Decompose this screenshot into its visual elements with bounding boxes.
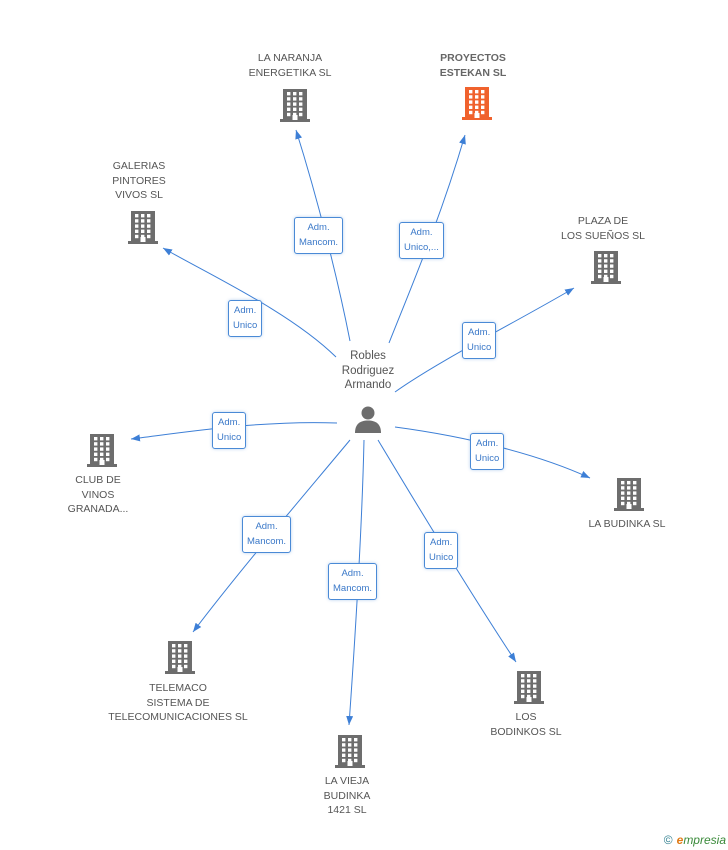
brand-logo-initial: e	[676, 833, 684, 847]
company-name-line: ENERGETIKA SL	[248, 66, 332, 79]
relation-label-plaza-suenos[interactable]: Adm. Unico	[462, 322, 497, 359]
relation-label-line: Adm.	[430, 537, 453, 548]
relation-label-la-vieja-budinka[interactable]: Adm. Mancom.	[328, 563, 378, 600]
company-name-line: SISTEMA DE	[146, 696, 210, 709]
brand-logo-text: mpresia	[683, 833, 726, 847]
building-icon[interactable]	[164, 640, 196, 674]
center-name-line: Rodriguez	[341, 364, 395, 377]
company-name[interactable]: LOS BODINKOS SL	[436, 710, 616, 739]
company-name-line: LA NARANJA	[257, 52, 323, 64]
relation-label-club-vinos[interactable]: Adm. Unico	[212, 412, 247, 449]
company-name[interactable]: PLAZA DE LOS SUEÑOS SL	[513, 214, 693, 243]
company-name-line: VINOS	[81, 488, 115, 501]
relation-label-galerias-pintores[interactable]: Adm. Unico	[228, 300, 263, 337]
company-name-line: TELECOMUNICACIONES SL	[108, 711, 248, 723]
company-name-line: CLUB DE	[75, 474, 121, 486]
relation-label-line: Adm.	[468, 327, 491, 338]
relation-label-line: Unico,...	[404, 241, 439, 253]
company-name-line: LA BUDINKA SL	[588, 518, 666, 530]
relation-label-line: Unico	[429, 551, 454, 563]
building-icon[interactable]	[590, 250, 622, 284]
company-name-line: BUDINKA	[323, 789, 371, 802]
building-icon[interactable]	[613, 477, 645, 511]
company-name[interactable]: TELEMACO SISTEMA DE TELECOMUNICACIONES SL	[88, 681, 268, 725]
building-icon[interactable]	[513, 670, 545, 704]
relation-label-proyectos-estekan[interactable]: Adm. Unico,...	[399, 222, 444, 259]
relation-label-line: Adm.	[341, 568, 364, 579]
relation-label-line: Unico	[217, 431, 242, 443]
center-person-name: Robles Rodriguez Armando	[308, 349, 428, 393]
relation-label-line: Adm.	[255, 521, 278, 532]
company-name-line: PLAZA DE	[577, 215, 629, 227]
building-icon[interactable]	[279, 88, 311, 122]
company-name-line: GRANADA...	[67, 503, 129, 515]
center-name-line: Robles	[350, 350, 386, 362]
company-name-line: TELEMACO	[149, 682, 207, 694]
relation-label-line: Adm.	[234, 305, 257, 316]
relation-label-line: Unico	[233, 319, 258, 331]
company-name[interactable]: PROYECTOS ESTEKAN SL	[383, 51, 563, 80]
center-name-line: Armando	[344, 379, 392, 391]
company-name-line: VIVOS SL	[115, 189, 163, 201]
person-icon	[355, 406, 381, 433]
relation-edge-galerias-pintores	[162, 247, 337, 358]
relation-label-la-budinka[interactable]: Adm. Unico	[470, 433, 505, 470]
relation-label-line: Mancom.	[333, 582, 373, 594]
copyright-icon: ©	[663, 833, 673, 847]
relation-label-la-naranja[interactable]: Adm. Mancom.	[294, 217, 344, 254]
relation-label-line: Adm.	[218, 417, 241, 428]
relation-label-los-bodinkos[interactable]: Adm. Unico	[424, 532, 459, 569]
relation-label-line: Adm.	[307, 222, 330, 233]
building-icon[interactable]	[127, 210, 159, 244]
company-name-line: LOS	[515, 711, 537, 723]
footer-brand: ©empresia	[664, 833, 726, 847]
relation-label-line: Adm.	[410, 227, 433, 238]
company-name[interactable]: LA NARANJA ENERGETIKA SL	[200, 51, 380, 80]
building-icon[interactable]	[334, 734, 366, 768]
company-name-line: ESTEKAN SL	[439, 66, 507, 79]
relation-label-line: Mancom.	[247, 535, 287, 547]
company-name[interactable]: LA BUDINKA SL	[537, 517, 717, 532]
company-name-line: 1421 SL	[327, 804, 367, 816]
company-name-line: LA VIEJA	[324, 775, 370, 787]
company-name-line: BODINKOS SL	[490, 725, 562, 738]
company-name[interactable]: CLUB DE VINOS GRANADA...	[8, 473, 188, 517]
company-name[interactable]: GALERIAS PINTORES VIVOS SL	[49, 159, 229, 203]
relation-label-line: Unico	[467, 341, 492, 353]
relation-label-telemaco[interactable]: Adm. Mancom.	[242, 516, 292, 553]
building-icon[interactable]	[86, 433, 118, 467]
relation-label-line: Mancom.	[299, 236, 339, 248]
building-icon[interactable]	[461, 86, 493, 120]
company-name-line: LOS SUEÑOS SL	[560, 229, 646, 242]
company-name-line: PROYECTOS	[440, 52, 506, 64]
company-name[interactable]: LA VIEJA BUDINKA 1421 SL	[257, 774, 437, 818]
company-name-line: GALERIAS	[112, 160, 166, 172]
company-name-line: PINTORES	[112, 174, 166, 187]
relation-label-line: Adm.	[476, 438, 499, 449]
relation-label-line: Unico	[475, 452, 500, 464]
